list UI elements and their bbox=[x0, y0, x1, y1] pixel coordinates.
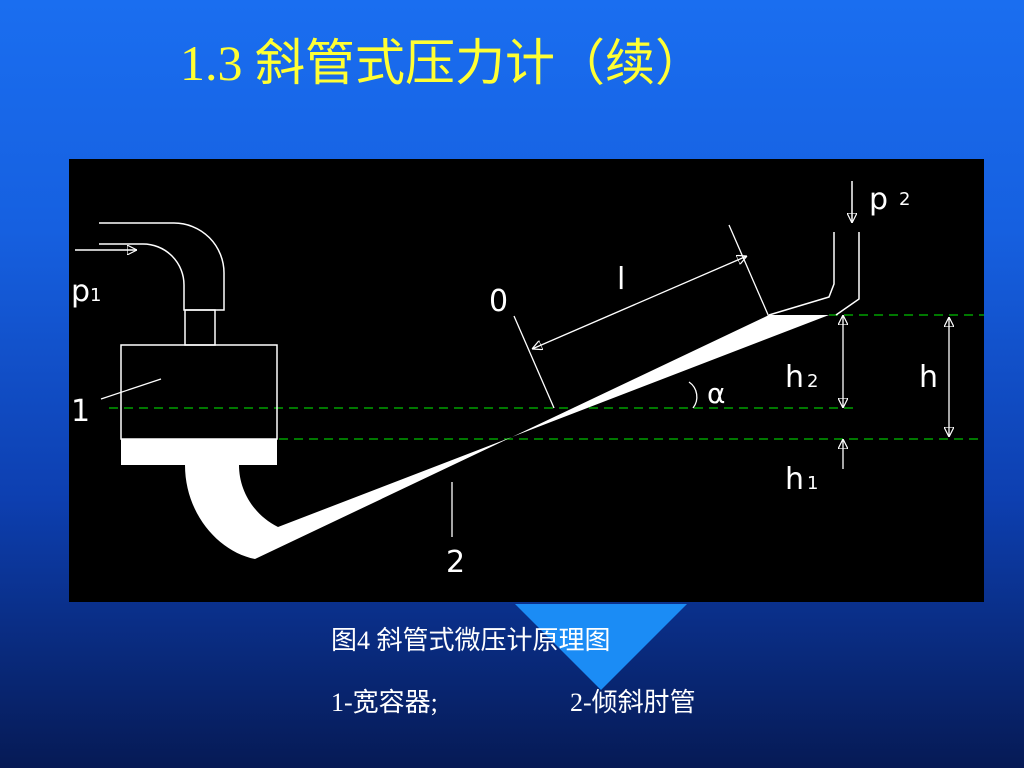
zero-extension-line bbox=[513, 315, 555, 409]
label-h1: h bbox=[785, 462, 804, 497]
reservoir-liquid bbox=[121, 439, 277, 465]
length-dimension bbox=[532, 256, 747, 349]
outlet-pipe bbox=[768, 232, 860, 316]
label-p2: p bbox=[869, 182, 888, 217]
label-p1: p bbox=[71, 274, 90, 309]
manometer-diagram: p 1 p 2 1 2 0 l α h 2 h h 1 bbox=[69, 159, 984, 602]
diagram-background bbox=[69, 159, 984, 602]
label-length: l bbox=[617, 262, 625, 297]
label-h2: h bbox=[785, 360, 804, 395]
label-h1-sub: 1 bbox=[807, 473, 818, 494]
angle-arc bbox=[688, 381, 698, 409]
label-angle: α bbox=[707, 377, 725, 410]
label-p2-sub: 2 bbox=[899, 189, 910, 210]
decorative-triangle bbox=[515, 604, 687, 690]
end-extension-line bbox=[728, 224, 770, 318]
label-p1-sub: 1 bbox=[90, 285, 101, 306]
part1-leader bbox=[100, 378, 162, 400]
legend-part2: 2-倾斜肘管 bbox=[570, 688, 696, 717]
label-part1: 1 bbox=[71, 394, 90, 429]
label-part2: 2 bbox=[446, 545, 465, 580]
level-lines bbox=[109, 314, 984, 440]
inclined-tube bbox=[185, 315, 829, 559]
label-h: h bbox=[919, 360, 938, 395]
label-h2-sub: 2 bbox=[807, 371, 818, 392]
diagram-canvas: p 1 p 2 1 2 0 l α h 2 h h 1 bbox=[69, 159, 984, 602]
label-zero: 0 bbox=[489, 284, 508, 319]
slide-title: 1.3 斜管式压力计（续） bbox=[180, 35, 705, 91]
legend-part1: 1-宽容器; bbox=[331, 688, 438, 717]
figure-caption: 图4 斜管式微压计原理图 bbox=[331, 626, 611, 655]
